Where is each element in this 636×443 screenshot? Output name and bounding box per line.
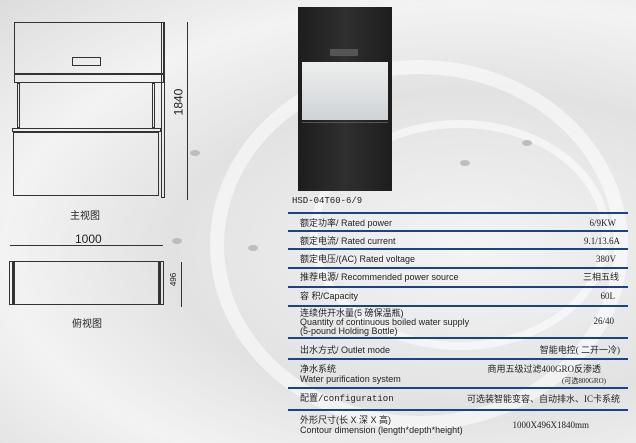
spec-value: 60L bbox=[600, 291, 616, 301]
height-dimension: 1840 bbox=[171, 88, 186, 116]
spec-label: 推荐电源/ Recommended power source bbox=[300, 272, 459, 282]
spec-value: 6/9KW bbox=[589, 218, 617, 228]
spec-value: 三相五线 bbox=[582, 272, 619, 282]
spec-label-en: Contour dimension (length*depth*height) bbox=[300, 425, 463, 435]
water-outlet-area bbox=[302, 62, 388, 120]
spec-value: 1000X496X1840mm bbox=[512, 420, 590, 430]
background-dot bbox=[460, 160, 470, 166]
spec-label: 额定功率/ Rated power bbox=[300, 218, 393, 228]
spec-label-en: Quantity of continuous boiled water supp… bbox=[300, 317, 470, 327]
depth-dimension: 496 bbox=[169, 272, 179, 287]
spec-label: 净水系统 bbox=[300, 364, 337, 374]
model-number: HSD-04T60-6/9 bbox=[292, 196, 363, 206]
background-dot bbox=[248, 245, 258, 251]
background-dot bbox=[172, 238, 182, 244]
spec-label: 容 积/Capacity bbox=[300, 291, 359, 301]
spec-label: 外形尺寸(长 X 深 X 高) bbox=[300, 415, 392, 425]
spec-label: 连续供开水量(5 磅保温瓶) bbox=[300, 308, 404, 318]
spec-value: 380V bbox=[596, 254, 616, 264]
spec-value: 智能电控( 二开一冷) bbox=[539, 345, 620, 355]
spec-label: 额定电压/(AC) Rated voltage bbox=[300, 254, 416, 264]
spec-value: 26/40 bbox=[593, 316, 614, 326]
background-swirl bbox=[310, 120, 610, 350]
spec-value: 可选装智能变容、自动排水、IC卡系统 bbox=[466, 394, 620, 404]
top-view-caption: 俯视图 bbox=[72, 319, 102, 330]
display-panel bbox=[330, 49, 358, 56]
spec-label-en: (5-pound Holding Bottle) bbox=[300, 326, 398, 336]
spec-label: 出水方式/ Outlet mode bbox=[300, 345, 391, 355]
width-dimension: 1000 bbox=[75, 232, 102, 246]
front-view-caption: 主视图 bbox=[70, 211, 100, 222]
background-dot bbox=[190, 150, 200, 156]
spec-value: 9.1/13.6A bbox=[584, 236, 620, 246]
background-dot bbox=[522, 140, 532, 146]
spec-label-en: Water purification system bbox=[300, 374, 401, 384]
spec-value: 商用五级过滤400GRO反渗透 bbox=[487, 364, 601, 374]
spec-label: 配置/configuration bbox=[300, 394, 394, 404]
spec-label: 额定电流/ Rated current bbox=[300, 236, 396, 246]
spec-value-note: (可选800GRO) bbox=[562, 377, 606, 385]
product-image bbox=[298, 7, 392, 191]
